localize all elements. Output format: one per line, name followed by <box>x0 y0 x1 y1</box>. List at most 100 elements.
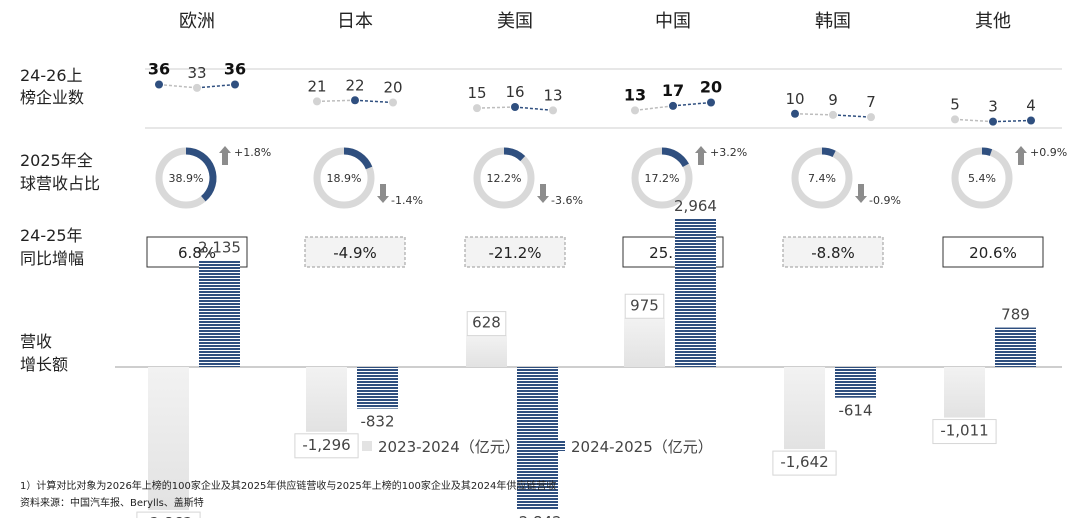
bar-label-0-4: -1,642 <box>780 453 828 471</box>
bar-label-1-4: -614 <box>838 402 872 420</box>
row-label-yoy-2: 同比增幅 <box>20 249 84 268</box>
bar-label-1-3: 2,964 <box>674 197 717 215</box>
bar-2024-2025-2 <box>517 367 558 510</box>
count-point-3-0 <box>631 106 639 115</box>
count-point-4-1 <box>829 110 837 119</box>
share-ring-arc-3 <box>661 147 689 168</box>
count-point-2-1 <box>511 103 519 111</box>
share-up-arrow-icon-0 <box>219 146 231 165</box>
count-point-3-1 <box>669 101 677 110</box>
count-label-4-0: 10 <box>785 90 804 108</box>
share-value-0: 38.9% <box>169 172 204 185</box>
bar-2024-2025-5 <box>995 327 1036 367</box>
count-line-23-24-5 <box>954 118 994 123</box>
share-down-arrow-icon-1 <box>377 184 389 203</box>
bar-2024-2025-0 <box>199 260 240 367</box>
bar-2023-2024-0 <box>148 367 189 511</box>
yoy-value-5: 20.6% <box>969 244 1017 262</box>
count-line-23-24-4 <box>794 113 834 116</box>
count-point-2-0 <box>473 104 481 113</box>
count-label-3-1: 17 <box>662 81 684 100</box>
bar-2023-2024-1 <box>306 367 347 432</box>
bar-label-1-0: 2,135 <box>198 238 241 256</box>
row-label-share-2: 球营收占比 <box>20 174 100 193</box>
bar-2024-2025-1 <box>357 367 398 409</box>
share-change-2: -3.6% <box>551 194 583 207</box>
count-point-5-2 <box>1027 116 1035 125</box>
bar-2023-2024-3 <box>624 318 665 367</box>
bar-label-box-2 <box>466 311 507 337</box>
count-point-2-2 <box>549 106 557 115</box>
count-label-5-2: 4 <box>1026 97 1036 115</box>
count-label-4-1: 9 <box>828 91 838 109</box>
count-label-5-1: 3 <box>988 98 998 116</box>
bar-label-0-5: -1,011 <box>940 422 988 440</box>
legend-swatch-2023-2024 <box>362 441 372 451</box>
legend-label-2024-2025: 2024-2025（亿元） <box>571 438 713 456</box>
count-point-1-1 <box>351 96 359 105</box>
row-labels: 24-26上 榜企业数 2025年全 球营收占比 24-25年 同比增幅 营收 … <box>20 66 100 374</box>
legend: 2023-2024（亿元） 2024-2025（亿元） <box>362 438 713 456</box>
bar-2024-2025-4 <box>835 367 876 398</box>
share-change-1: -1.4% <box>391 194 423 207</box>
yoy-box-2 <box>464 236 566 268</box>
footnote-1: 1）计算对比对象为2026年上榜的100家企业及其2025年供应链营收与2025… <box>20 479 556 492</box>
yoy-box-5 <box>942 236 1044 268</box>
legend-label-2023-2024: 2023-2024（亿元） <box>378 438 520 456</box>
bar-label-box-3 <box>624 293 665 319</box>
footnotes: 1）计算对比对象为2026年上榜的100家企业及其2025年供应链营收与2025… <box>20 479 556 509</box>
count-point-4-0 <box>791 109 799 118</box>
region-header-2: 美国 <box>497 11 533 32</box>
share-change-3: +3.2% <box>710 146 747 159</box>
count-point-1-0 <box>313 97 321 106</box>
share-down-arrow-icon-4 <box>855 184 867 203</box>
bar-2023-2024-4 <box>784 367 825 450</box>
count-line-24-25-1 <box>354 99 394 104</box>
bar-label-1-5: 789 <box>1001 306 1030 324</box>
share-change-4: -0.9% <box>869 194 901 207</box>
share-ring-arc-5 <box>981 147 993 156</box>
row-label-counts-2: 榜企业数 <box>20 88 84 107</box>
yoy-box-4 <box>782 236 884 268</box>
region-header-4: 韩国 <box>815 11 851 32</box>
count-point-4-2 <box>867 113 875 122</box>
count-line-24-25-5 <box>992 119 1032 123</box>
bar-label-box-0 <box>136 511 201 518</box>
share-down-arrow-icon-2 <box>537 184 549 203</box>
count-line-23-24-2 <box>476 106 516 109</box>
count-label-3-0: 13 <box>624 85 646 104</box>
share-value-5: 5.4% <box>968 172 996 185</box>
region-header-1: 日本 <box>337 11 373 32</box>
count-line-24-25-3 <box>672 101 712 107</box>
share-change-5: +0.9% <box>1030 146 1067 159</box>
share-value-4: 7.4% <box>808 172 836 185</box>
count-label-2-2: 13 <box>543 86 562 104</box>
bar-label-1-1: -832 <box>360 413 394 431</box>
share-ring-arc-0 <box>185 147 217 202</box>
count-label-4-2: 7 <box>866 93 876 111</box>
bar-label-0-1: -1,296 <box>302 436 350 454</box>
yoy-value-2: -21.2% <box>488 244 541 262</box>
bar-label-box-5 <box>932 419 997 445</box>
count-line-24-25-4 <box>832 114 872 118</box>
count-label-2-0: 15 <box>467 84 486 102</box>
share-value-3: 17.2% <box>645 172 680 185</box>
share-ring-arc-1 <box>343 147 373 170</box>
region-header-5: 其他 <box>975 11 1011 32</box>
share-ring-arc-4 <box>821 147 836 158</box>
row-label-yoy-1: 24-25年 <box>20 226 83 245</box>
count-line-23-24-3 <box>634 105 674 112</box>
count-point-1-2 <box>389 98 397 107</box>
row-label-growth-1: 营收 <box>20 332 52 351</box>
count-label-0-2: 36 <box>224 60 246 79</box>
count-label-5-0: 5 <box>950 95 960 113</box>
yoy-value-1: -4.9% <box>333 244 377 262</box>
bar-label-0-3: 975 <box>630 296 659 314</box>
yoy-box-1 <box>304 236 406 268</box>
source-note: 资料来源：中国汽车报、Berylls、盖斯特 <box>20 496 204 509</box>
count-point-3-2 <box>707 98 715 107</box>
share-ring-arc-2 <box>503 147 526 162</box>
count-label-2-1: 16 <box>505 83 524 101</box>
count-point-0-2 <box>231 80 239 89</box>
